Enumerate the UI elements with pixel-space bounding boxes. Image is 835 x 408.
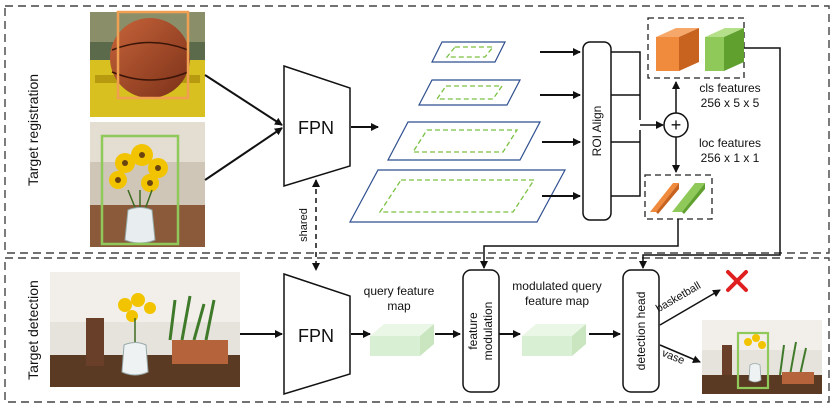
fpn-bottom-block	[283, 272, 351, 396]
cls-features-dims: 256 x 5 x 5	[701, 96, 760, 110]
detection-section-frame	[4, 257, 830, 403]
fpn-bottom-label: FPN	[298, 326, 334, 346]
query-feature-map	[370, 324, 434, 356]
registration-section-frame	[4, 5, 830, 254]
arrow-cls-to-detection-head	[639, 47, 781, 269]
loc-features-dims: 256 x 1 x 1	[701, 151, 760, 165]
loc-features-title: loc features	[699, 136, 761, 150]
vase-output-label: vase	[660, 347, 686, 367]
query-feature-map-label-line2: map	[387, 299, 411, 313]
modulated-map-label-line2: feature map	[525, 294, 589, 308]
arrow-loc-to-modulation	[480, 219, 679, 269]
loc-feature-bars	[650, 183, 705, 214]
fpn-top-block	[283, 64, 351, 188]
arrow-sunflower-to-fpn	[204, 127, 283, 181]
detection-head-label: detection head	[634, 292, 648, 371]
modulated-query-feature-map	[522, 324, 586, 356]
query-photo	[50, 272, 240, 387]
reject-cross-icon	[726, 270, 748, 292]
registration-section-title: Target registration	[25, 74, 41, 186]
feature-pyramid	[348, 41, 567, 223]
query-feature-map-label-line1: query feature	[364, 284, 435, 298]
feature-modulation-label-line1: feature	[466, 312, 480, 350]
modulated-map-label-line1: modulated query	[512, 279, 601, 293]
basketball-output-label: basketball	[654, 280, 703, 315]
feature-modulation-label-line2: modulation	[481, 302, 495, 361]
roi-align-label: ROI Align	[590, 106, 604, 157]
feature-modulation-block	[462, 269, 500, 393]
arrow-head-to-vase	[659, 344, 701, 363]
cls-features-title: cls features	[699, 81, 760, 95]
result-photo	[702, 320, 822, 394]
sunflower-photo	[90, 122, 205, 247]
shared-label: shared	[298, 208, 310, 242]
loc-features-box	[644, 174, 713, 220]
roi-align-block	[582, 41, 612, 221]
detection-head-block	[622, 269, 660, 393]
arrow-head-to-basketball	[659, 289, 721, 326]
detection-section-title: Target detection	[25, 280, 41, 380]
fpn-top-label: FPN	[298, 118, 334, 138]
sum-node-symbol: +	[671, 115, 682, 135]
arrow-basketball-to-fpn	[204, 74, 283, 126]
cls-feature-cubes	[656, 28, 744, 71]
basketball-photo	[90, 10, 205, 117]
